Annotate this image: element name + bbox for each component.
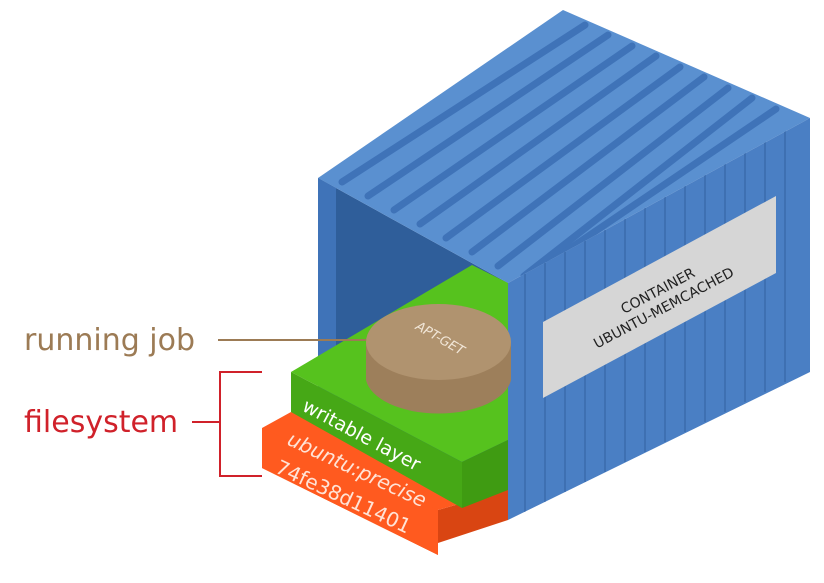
writable-layer-side: [462, 440, 508, 508]
container-label-plate: [543, 196, 776, 398]
running-job-disk: APT-GET: [366, 304, 511, 414]
disk-top: [366, 304, 511, 380]
container-roof-ribs: [338, 21, 780, 280]
callouts: running job filesystem: [24, 323, 366, 477]
filesystem-label: filesystem: [24, 405, 178, 440]
writable-layer-front: [291, 372, 462, 508]
bracket-icon: [219, 371, 262, 477]
base-layer-side: [438, 490, 508, 543]
base-layer-front: [262, 412, 508, 555]
base-layer-front-face: [262, 428, 438, 555]
running-job-label: running job: [24, 323, 195, 358]
container-top-face: [318, 10, 810, 283]
